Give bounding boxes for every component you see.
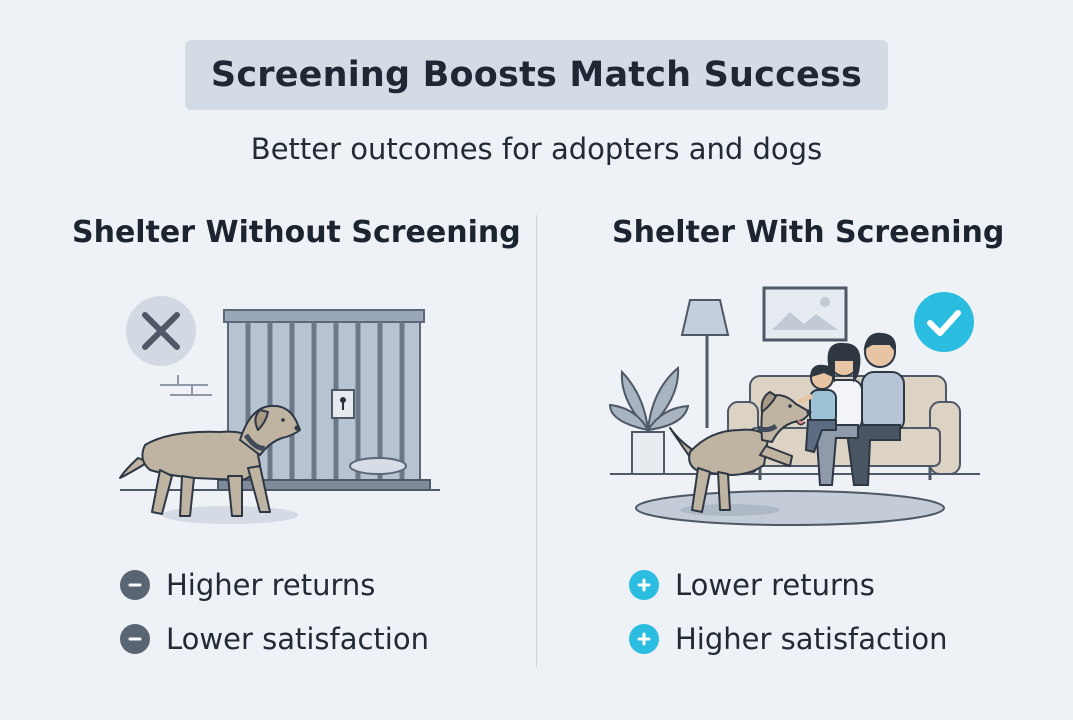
column-divider <box>536 215 537 667</box>
left-column-heading: Shelter Without Screening <box>72 215 521 250</box>
minus-icon <box>120 624 150 654</box>
minus-icon <box>120 570 150 600</box>
shelter-cage-illustration <box>100 280 460 530</box>
right-bullet-text: Higher satisfaction <box>675 622 948 656</box>
right-bullet-2: Higher satisfaction <box>629 622 948 656</box>
left-bullet-text: Lower satisfaction <box>166 622 429 656</box>
left-bullet-2: Lower satisfaction <box>120 622 429 656</box>
x-icon <box>126 296 196 366</box>
right-column-heading: Shelter With Screening <box>612 215 1005 250</box>
plus-icon <box>629 624 659 654</box>
family-home-illustration <box>600 280 990 530</box>
plus-icon <box>629 570 659 600</box>
page-title: Screening Boosts Match Success <box>210 55 863 95</box>
check-icon <box>914 292 974 352</box>
right-bullet-text: Lower returns <box>675 568 875 602</box>
title-banner: Screening Boosts Match Success <box>185 40 888 110</box>
left-bullet-1: Higher returns <box>120 568 375 602</box>
left-bullet-text: Higher returns <box>166 568 376 602</box>
right-bullet-1: Lower returns <box>629 568 875 602</box>
subtitle: Better outcomes for adopters and dogs <box>250 132 823 166</box>
